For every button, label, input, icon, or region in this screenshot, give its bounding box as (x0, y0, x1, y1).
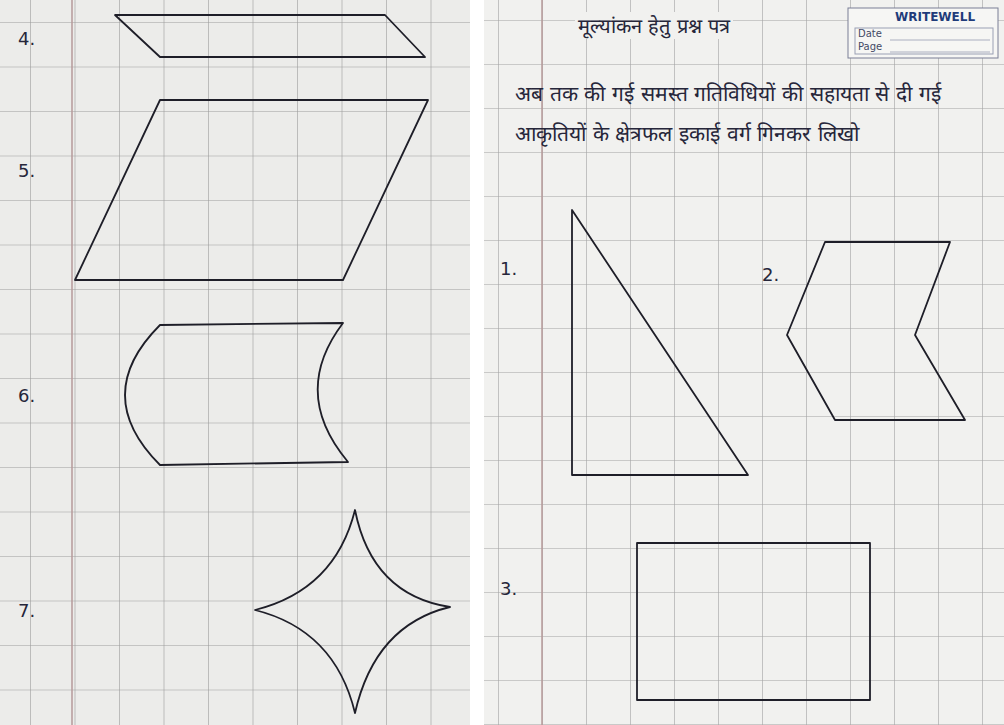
left-page (0, 0, 470, 725)
rectangle (637, 543, 870, 700)
question-number: 2. (762, 264, 779, 285)
curved-star (255, 510, 450, 713)
notched-hexagon (787, 242, 965, 420)
question-number: 3. (500, 578, 517, 599)
page-line (890, 52, 990, 53)
instruction-text: अब तक की गई समस्त गतिविधियों की सहायता स… (515, 74, 985, 154)
date-line (890, 40, 990, 41)
left-grid (0, 0, 470, 725)
logo-box (848, 8, 998, 58)
brand-logo: WRITEWELL (895, 10, 975, 24)
curved-shape (125, 323, 348, 465)
page-field: Page (858, 41, 882, 52)
date-box (855, 28, 993, 54)
margin-line (71, 0, 73, 725)
question-number: 7. (18, 600, 35, 621)
parallelogram (75, 100, 428, 280)
question-number: 1. (500, 258, 517, 279)
right-page (484, 0, 1004, 725)
question-number: 5. (18, 160, 35, 181)
page-heading: मूल्यांकन हेतु प्रश्न पत्र (575, 12, 733, 39)
question-number: 4. (18, 28, 35, 49)
date-field: Date (858, 28, 882, 39)
right-triangle (572, 210, 748, 475)
parallelogram (115, 15, 425, 57)
margin-line (541, 0, 543, 725)
question-number: 6. (18, 385, 35, 406)
right-grid (484, 0, 1004, 725)
